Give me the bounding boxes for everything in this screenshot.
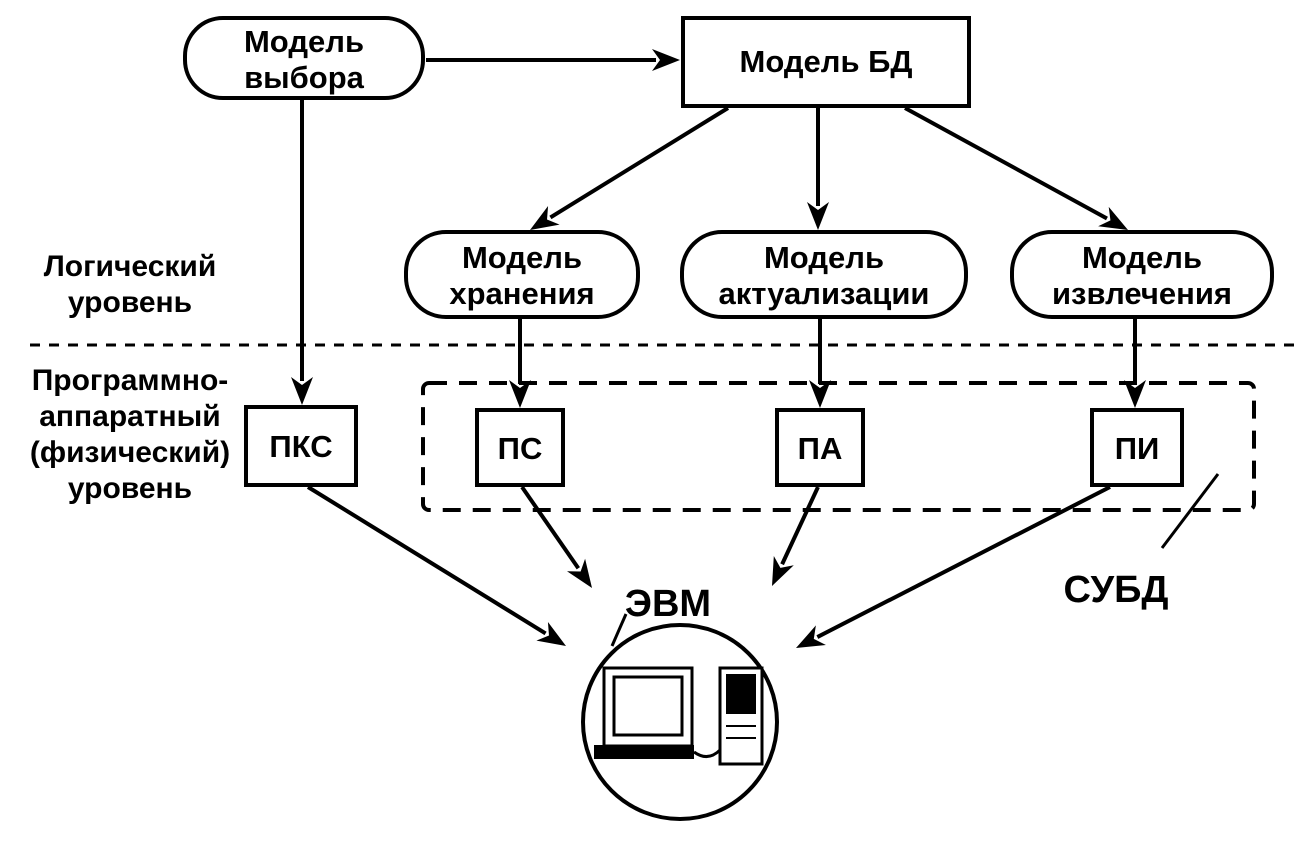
db-model-label: Модель БД (740, 44, 913, 79)
pi-label: ПИ (1115, 431, 1160, 466)
update-model-label-line1: Модель (764, 240, 884, 275)
computer-node: ЭВМ (581, 583, 779, 821)
update-model-node: Модель актуализации (680, 230, 968, 319)
arrow-update-to-pa (809, 319, 831, 408)
arrow-ps-to-computer (520, 485, 592, 588)
dbms-label: СУБД (1064, 569, 1169, 611)
physical-level-label: Программно- аппаратный (физический) уров… (30, 364, 230, 505)
physical-level-line4: уровень (68, 472, 192, 505)
arrow-selection-to-pks (291, 100, 313, 405)
pa-label: ПА (798, 431, 843, 466)
extraction-model-label-line1: Модель (1082, 240, 1202, 275)
pks-node: ПКС (244, 405, 358, 487)
ps-label: ПС (498, 431, 543, 466)
extraction-model-node: Модель извлечения (1010, 230, 1274, 319)
arrow-storage-to-ps (509, 319, 531, 408)
arrows (291, 49, 1146, 648)
storage-model-label-line2: хранения (449, 276, 594, 311)
ps-node: ПС (475, 408, 565, 487)
dbms-boundary (421, 381, 1256, 512)
extraction-model-label-line2: извлечения (1052, 276, 1232, 311)
update-model-label-line2: актуализации (719, 276, 930, 311)
logical-level-line1: Логический (44, 250, 217, 283)
arrow-pa-to-computer (772, 486, 820, 586)
arrow-selection-to-db (426, 49, 680, 71)
physical-level-line3: (физический) (30, 436, 230, 469)
selection-model-label-line2: выбора (244, 60, 365, 95)
logical-level-line2: уровень (68, 286, 192, 319)
dbms-label-group: СУБД (1064, 473, 1220, 611)
arrow-extraction-to-pi (1124, 319, 1146, 408)
physical-level-line2: аппаратный (39, 400, 221, 433)
computer-label: ЭВМ (625, 583, 711, 625)
selection-model-node: Модель выбора (183, 16, 425, 100)
storage-model-label-line1: Модель (462, 240, 582, 275)
pi-node: ПИ (1090, 408, 1184, 487)
computer-icon (594, 666, 764, 766)
pks-label: ПКС (269, 429, 332, 464)
arrow-db-to-storage (530, 106, 730, 230)
logical-level-label: Логический уровень (44, 250, 217, 319)
arrow-db-to-extraction (904, 106, 1128, 230)
selection-model-label-line1: Модель (244, 24, 364, 59)
db-model-node: Модель БД (681, 16, 971, 108)
arrow-db-to-update (807, 108, 829, 230)
arrow-pi-to-computer (796, 485, 1111, 648)
arrow-pks-to-computer (306, 485, 566, 646)
physical-level-line1: Программно- (32, 364, 229, 397)
pa-node: ПА (775, 408, 865, 487)
storage-model-node: Модель хранения (404, 230, 640, 319)
